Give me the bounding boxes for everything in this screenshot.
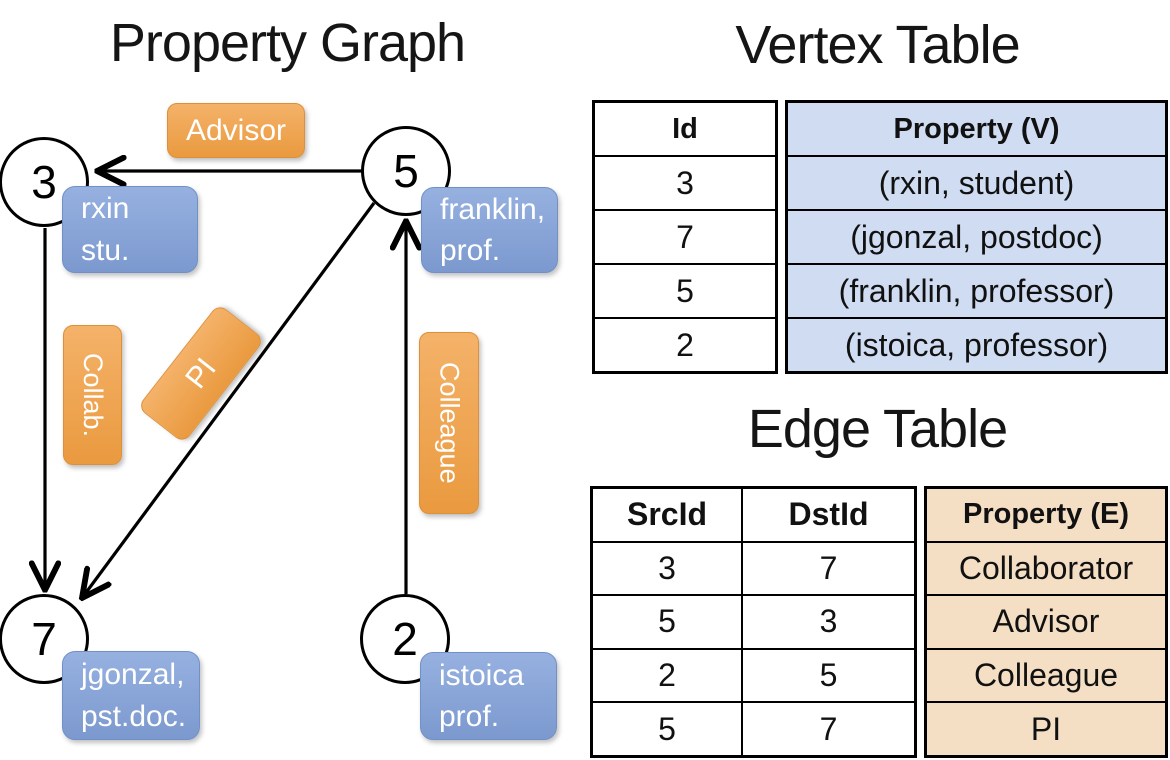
vertex-table-id-column: Id 3 7 5 2 (592, 100, 778, 374)
edge-table-row: 2 5 (593, 647, 914, 702)
node-2-id: 2 (392, 613, 418, 665)
vertex-card-rxin-line1: rxin (81, 192, 130, 226)
vertex-property-cell: (franklin, professor) (788, 263, 1165, 317)
edge-table-row: 5 7 (593, 701, 914, 755)
vertex-card-jgonzal-line1: jgonzal, (81, 658, 185, 692)
vertex-card-rxin-line2: stu. (81, 233, 130, 267)
vertex-table-header-property: Property (V) (893, 112, 1060, 145)
edge-label-collab: Collab. (63, 325, 122, 465)
vertex-card-jgonzal: jgonzal, pst.doc. (62, 651, 200, 740)
vertex-property-cell: (istoica, professor) (788, 317, 1165, 371)
edge-property-cell: Advisor (927, 594, 1165, 648)
node-3-id: 3 (31, 156, 57, 208)
vertex-card-franklin-line1: franklin, (440, 192, 546, 226)
edge-label-colleague: Colleague (419, 332, 479, 514)
property-graph-title: Property Graph (109, 13, 466, 73)
edge-dst-cell: 7 (819, 710, 838, 747)
graph-node-3: 3 (0, 137, 89, 227)
edge-property-cell: Colleague (927, 647, 1165, 702)
edge-property-cell: Collaborator (927, 540, 1165, 595)
edge-src-cell: 5 (593, 703, 743, 755)
vertex-table-header-id: Id (672, 112, 698, 145)
vertex-table-property-column: Property (V) (rxin, student) (jgonzal, p… (785, 100, 1168, 374)
edge-table-header-row: SrcId DstId (593, 489, 914, 541)
vertex-table: Id 3 7 5 2 Property (V) (rxin, student) … (592, 100, 1168, 374)
vertex-card-istoica: istoica prof. (420, 652, 557, 740)
node-5-id: 5 (393, 145, 419, 197)
edge-table-property-column: Property (E) Collaborator Advisor Collea… (924, 486, 1168, 758)
vertex-card-jgonzal-line2: pst.doc. (81, 699, 187, 733)
vertex-id-cell: 7 (595, 209, 775, 263)
edge-src-cell: 2 (593, 649, 743, 702)
edge-table-id-columns: SrcId DstId 3 7 5 3 2 5 5 7 (590, 486, 917, 758)
edge-table-title: Edge Table (747, 399, 1008, 459)
vertex-property-cell: (rxin, student) (788, 155, 1165, 209)
edge-dst-cell: 5 (819, 657, 838, 694)
graph-edges-layer (0, 0, 585, 760)
edge-table-header-property: Property (E) (963, 498, 1129, 531)
edge-5-to-7-pi (82, 202, 376, 598)
edge-table-header-dstid: DstId (788, 496, 869, 533)
edge-dst-cell: 3 (819, 603, 838, 640)
vertex-property-cell: (jgonzal, postdoc) (788, 209, 1165, 263)
edge-property-cell: PI (927, 701, 1165, 755)
edge-table-row: 3 7 (593, 540, 914, 595)
edge-src-cell: 3 (593, 542, 743, 595)
vertex-card-rxin: rxin stu. (62, 186, 198, 273)
edge-table-header-srcid: SrcId (593, 489, 743, 541)
edge-table: SrcId DstId 3 7 5 3 2 5 5 7 Property (E)… (590, 486, 1168, 758)
vertex-id-cell: 3 (595, 155, 775, 209)
vertex-card-istoica-line1: istoica (439, 658, 525, 692)
vertex-card-franklin-line2: prof. (440, 234, 501, 267)
vertex-card-franklin: franklin, prof. (421, 187, 558, 273)
edge-table-row: 5 3 (593, 594, 914, 648)
vertex-card-istoica-line2: prof. (439, 700, 500, 733)
edge-label-advisor: Advisor (167, 103, 305, 158)
vertex-id-cell: 5 (595, 263, 775, 317)
vertex-table-title: Vertex Table (735, 15, 1020, 75)
vertex-id-cell: 2 (595, 317, 775, 371)
graph-node-5: 5 (361, 126, 451, 216)
edge-dst-cell: 7 (819, 549, 838, 586)
edge-src-cell: 5 (593, 596, 743, 648)
node-7-id: 7 (31, 613, 57, 665)
